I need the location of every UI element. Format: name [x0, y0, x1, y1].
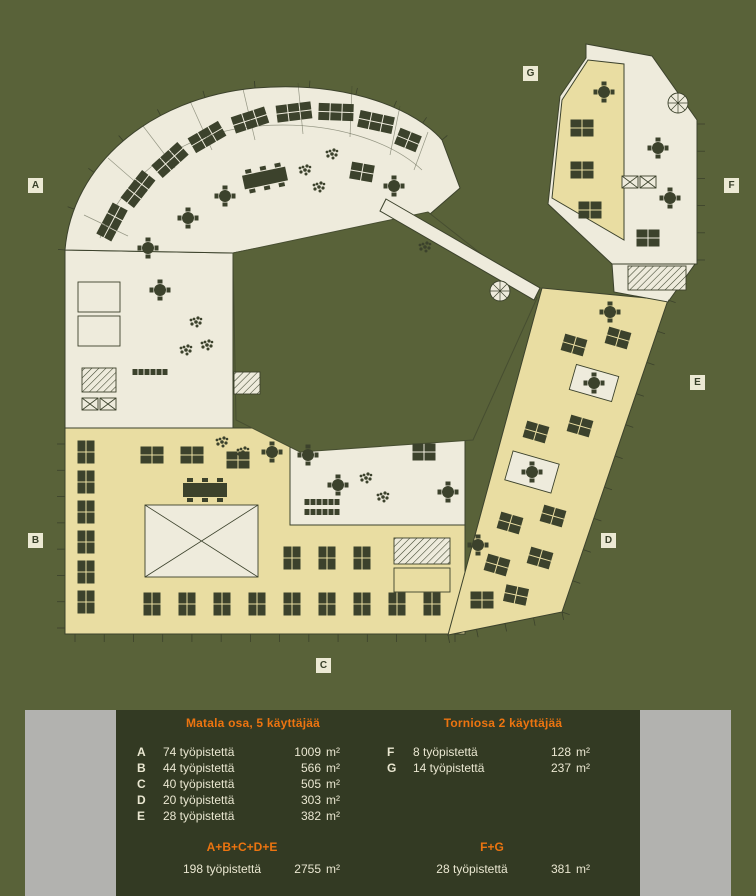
zone-chip-d: D — [601, 533, 616, 548]
zone-chip-b: B — [28, 533, 43, 548]
zone-letter: B — [137, 761, 146, 775]
legend-total-label-tower: F+G — [480, 840, 504, 854]
area-unit: m² — [576, 745, 590, 759]
gray-block-right — [640, 710, 731, 896]
zone-letter: E — [137, 809, 146, 823]
area-unit: m² — [326, 761, 340, 775]
area-value: 382 — [300, 809, 321, 823]
floor-plan: A B C D E F G — [28, 43, 739, 673]
area-unit: m² — [326, 793, 340, 807]
legend-low-wing: Matala osa, 5 käyttäjää A 74 työpistettä… — [137, 710, 376, 896]
total-area-unit: m² — [576, 862, 590, 876]
area-unit: m² — [326, 777, 340, 791]
legend-total-row-low: 198 työpistettä 2755 m² — [137, 861, 376, 877]
zone-chip-g: G — [523, 66, 538, 81]
area-value: 237 — [550, 761, 571, 775]
zone-chip-e: E — [690, 375, 705, 390]
desk-count: 74 työpistettä — [163, 745, 235, 759]
zone-chip-f: F — [724, 178, 739, 193]
legend-rows-low: A 74 työpistettä 1009 m² B 44 työpistett… — [137, 744, 376, 824]
legend-total-row-tower: 28 työpistettä 381 m² — [387, 861, 626, 877]
floor-plan-drawing — [57, 43, 705, 643]
zone-letter: F — [387, 745, 395, 759]
total-area-value: 2755 — [294, 862, 321, 876]
legend-rows-tower: F 8 työpistettä 128 m² G 14 työpistettä … — [387, 744, 626, 776]
area-unit: m² — [326, 745, 340, 759]
area-value: 566 — [300, 761, 321, 775]
zone-letter: G — [387, 761, 397, 775]
zone-letter: D — [137, 793, 146, 807]
total-area-value: 381 — [550, 862, 571, 876]
desk-count: 14 työpistettä — [413, 761, 485, 775]
area-unit: m² — [326, 809, 340, 823]
legend-total-label-low: A+B+C+D+E — [206, 840, 278, 854]
total-area-unit: m² — [326, 862, 340, 876]
desk-count: 8 työpistettä — [413, 745, 478, 759]
area-value: 505 — [300, 777, 321, 791]
zone-letter: C — [137, 777, 146, 791]
area-value: 1009 — [294, 745, 321, 759]
gray-block-left — [25, 710, 116, 896]
legend-panel: Matala osa, 5 käyttäjää A 74 työpistettä… — [25, 710, 731, 896]
zone-letter: A — [137, 745, 146, 759]
dimension-ticks — [57, 80, 705, 643]
zone-chip-a: A — [28, 178, 43, 193]
area-unit: m² — [576, 761, 590, 775]
zone-chip-c: C — [316, 658, 331, 673]
legend-title-tower: Torniosa 2 käyttäjää — [443, 716, 563, 730]
desk-count: 40 työpistettä — [163, 777, 235, 791]
legend-tower: Torniosa 2 käyttäjää F 8 työpistettä 128… — [387, 710, 626, 896]
desk-count: 28 työpistettä — [163, 809, 235, 823]
total-desk-count: 28 työpistettä — [436, 862, 508, 876]
area-value: 303 — [300, 793, 321, 807]
total-desk-count: 198 työpistettä — [182, 862, 262, 876]
desk-count: 44 työpistettä — [163, 761, 235, 775]
legend-title-low: Matala osa, 5 käyttäjää — [185, 716, 320, 730]
desk-count: 20 työpistettä — [163, 793, 235, 807]
area-value: 128 — [550, 745, 571, 759]
